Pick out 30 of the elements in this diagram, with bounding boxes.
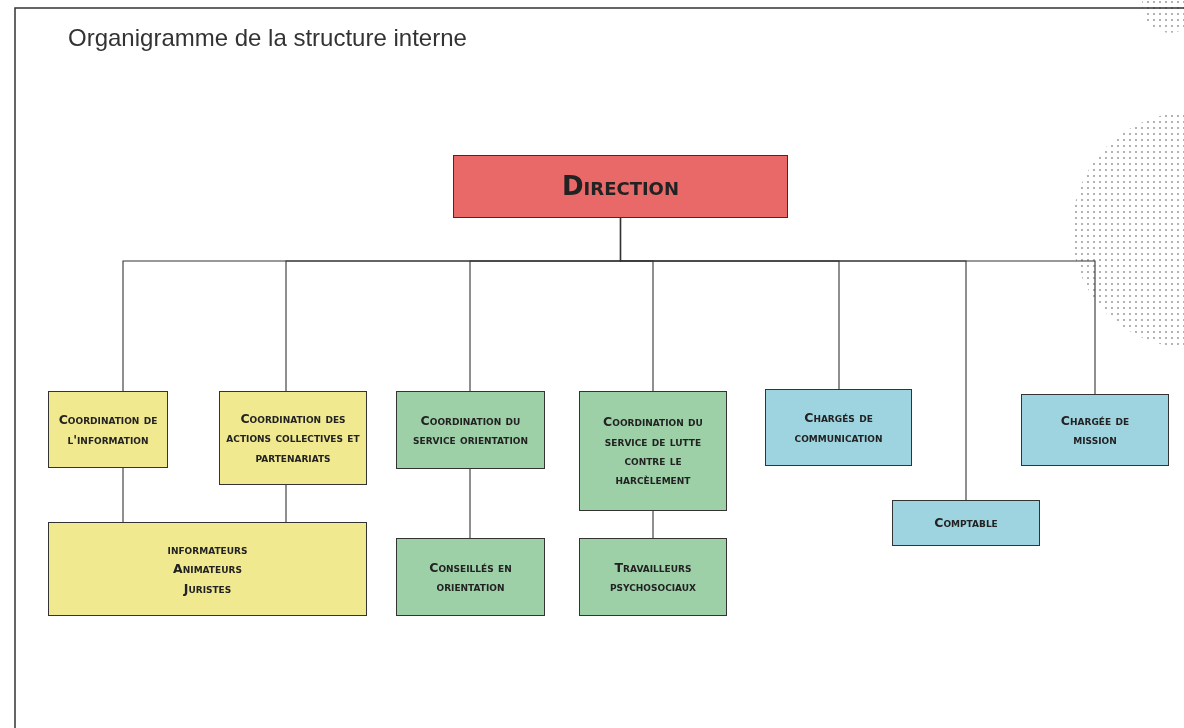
role-box: [579, 391, 727, 511]
role-box: [396, 538, 545, 616]
connector-line: [652, 510, 654, 539]
connector-line: [619, 217, 1096, 395]
role-box: [48, 522, 367, 616]
role-label: Coordination des actions collectives et partenariats: [226, 409, 360, 467]
role-label: Travailleurs psychosociaux: [608, 558, 698, 596]
role-label: Chargés de communication: [793, 409, 884, 447]
role-box: [48, 391, 168, 468]
role-label: Coordination de l'information: [57, 411, 159, 449]
role-label: Direction: [562, 170, 679, 204]
connector-line: [122, 467, 124, 523]
role-box: [396, 391, 545, 469]
role-box: [219, 391, 367, 485]
role-box: [765, 389, 912, 466]
role-box: [1021, 394, 1169, 466]
role-label: Coordination du service orientation: [412, 411, 529, 449]
connector-line: [469, 468, 471, 539]
title-box: [453, 155, 788, 218]
role-box: [892, 500, 1040, 546]
role-label: Chargée de mission: [1059, 411, 1131, 449]
diagram-title: Organigramme de la structure interne: [68, 24, 467, 52]
role-label: Comptable: [934, 514, 998, 533]
role-label: informateurs: [167, 540, 248, 559]
role-label: Conseillés en orientation: [428, 558, 513, 596]
role-box: [579, 538, 727, 616]
role-label: Coordination du service de lutte contre le harcèlement: [602, 413, 704, 490]
role-label: Animateurs: [173, 560, 242, 579]
role-label: Juristes: [183, 579, 232, 598]
connector-line: [285, 484, 287, 523]
